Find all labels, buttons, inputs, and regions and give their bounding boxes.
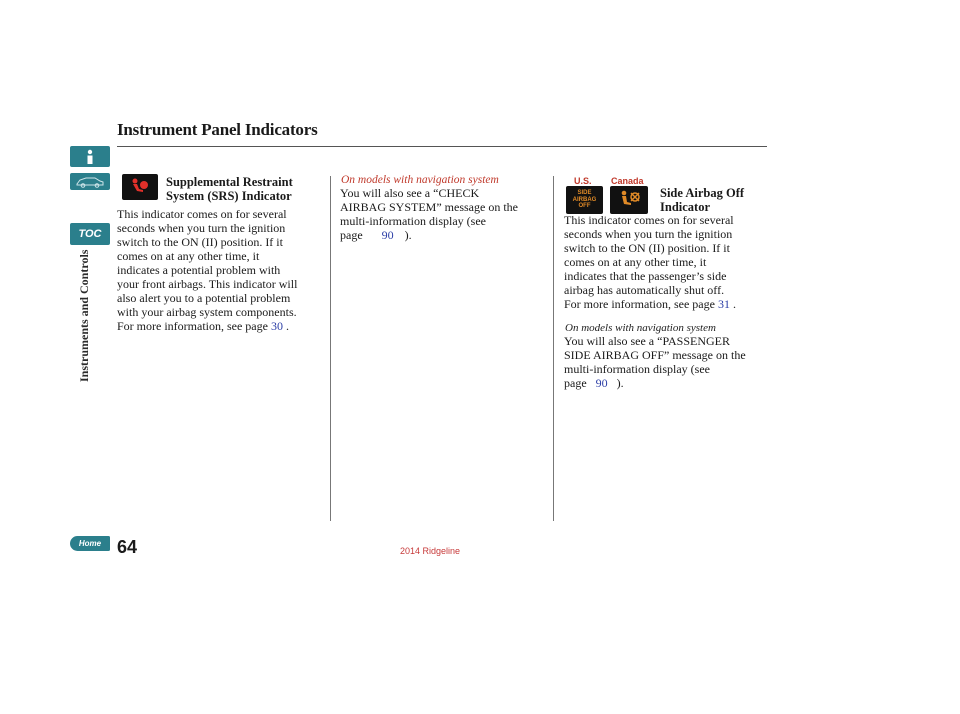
info-button[interactable] [70,146,110,167]
section-label: Instruments and Controls [77,249,91,382]
toc-icon: TOC [78,228,102,240]
nav-note: On models with navigation system [565,322,716,334]
side-airbag-heading: Side Airbag Off Indicator [660,186,745,214]
us-label: U.S. [574,176,592,186]
column-divider [330,176,331,521]
nav-note: On models with navigation system [341,174,499,186]
nav-srs-body: You will also see a “CHECK AIRBAG SYSTEM… [340,186,518,242]
srs-heading: Supplemental Restraint System (SRS) Indi… [166,175,293,203]
page-link-31[interactable]: 31 [717,297,730,311]
page-link-30[interactable]: 30 [270,319,283,333]
car-icon [76,177,104,188]
side-airbag-body: This indicator comes on for several seco… [564,213,736,311]
nav-side-body: You will also see a “PASSENGER SIDE AIRB… [564,334,746,390]
srs-body: This indicator comes on for several seco… [117,207,298,333]
page-link-90[interactable]: 90 [381,228,394,242]
page-number: 64 [117,537,138,557]
vehicle-button[interactable] [70,173,110,190]
side-airbag-off-canada-icon [610,186,648,214]
home-button[interactable]: Home [70,536,110,551]
srs-indicator-icon [122,174,158,200]
info-icon [87,149,93,164]
page-title: Instrument Panel Indicators [117,120,318,139]
header-rule [117,146,767,147]
page-link-90[interactable]: 90 [595,376,608,390]
side-airbag-off-us-icon: SIDE AIRBAG OFF [566,186,603,214]
home-icon: Home [78,539,102,548]
canada-label: Canada [611,176,644,186]
toc-button[interactable]: TOC [70,223,110,245]
column-divider [553,176,554,521]
model-note: 2014 Ridgeline [400,546,461,556]
